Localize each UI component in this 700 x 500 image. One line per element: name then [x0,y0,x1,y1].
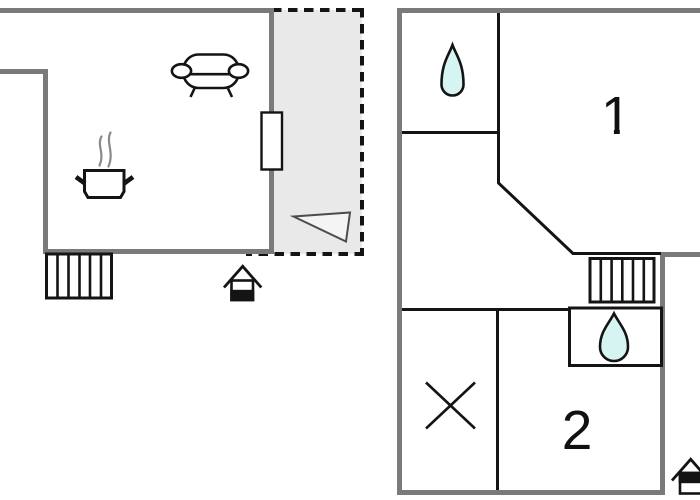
wall-top [397,8,700,13]
stairs-icon [45,252,113,300]
room-2-label: 2 [562,399,593,461]
floor-indicator-house-icon [670,457,700,495]
terrace-triangle-icon [289,211,352,243]
crossed-area-icon [425,381,476,430]
wall-bottom [43,249,274,254]
floor-indicator-house-icon [222,264,263,302]
room-1-label: 1 [601,86,631,146]
interior-wall-room1 [497,13,661,255]
wall-right [660,252,665,495]
wall-bottom [397,490,665,495]
upper-floor-plan: 1 2 [397,8,700,495]
wall-left [397,8,402,495]
stairs-icon [588,257,656,304]
wall-left [43,69,48,254]
ground-floor-plan [0,8,364,302]
cooking-pot-icon [74,131,135,199]
wall-left-stub [0,69,48,74]
door-icon [260,111,284,171]
water-drop-icon [440,41,465,97]
sofa-icon [170,53,250,98]
wall-top [0,8,273,13]
water-drop-icon [598,310,630,363]
wall-right-stub [660,252,700,257]
